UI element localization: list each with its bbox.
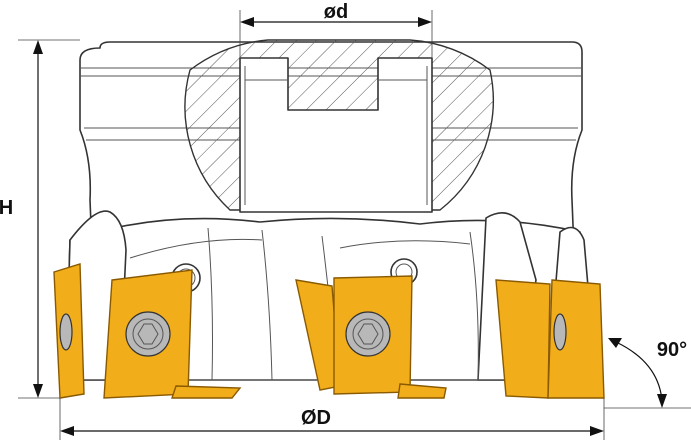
insert-bottom-chip [171,385,242,399]
insert-screw [345,311,391,357]
flute-curve [469,231,479,381]
insert-screw [125,311,171,357]
insert-screw [59,313,73,351]
dimension-angle: 90° [604,338,691,409]
insert-right-side [495,279,551,399]
flute-curve [207,227,213,381]
height-label: H [0,197,13,219]
bore-cavity [239,57,433,213]
inserts-group [53,263,605,399]
dimension-cutter-diameter: ØD [59,398,605,440]
flute-curve [339,240,471,249]
flute-curve [261,229,273,381]
insert-screw [553,313,567,351]
flute-curve [129,238,263,259]
cutter-diameter-label: ØD [301,407,331,429]
angle-label: 90° [657,339,687,361]
dimension-bore-diameter: ød [239,1,433,58]
insert-bottom-chip [397,383,447,399]
bore-diameter-label: ød [324,1,348,23]
bore-section [184,39,494,213]
dimension-height: H [0,39,80,399]
